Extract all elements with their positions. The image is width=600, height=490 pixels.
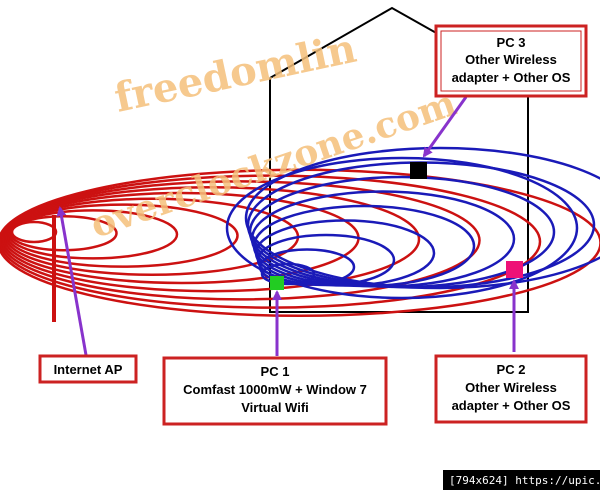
pc2-line2: adapter + Other OS	[452, 398, 571, 413]
arrows	[56, 96, 519, 356]
pc1-signal-rings	[225, 146, 600, 300]
pc1-line1: Comfast 1000mW + Window 7	[183, 382, 367, 397]
pc1-signal-ring-outer	[225, 156, 579, 300]
watermark-line1: freedomlin	[110, 25, 360, 122]
pc3-title: PC 3	[497, 35, 526, 50]
pc1-line2: Virtual Wifi	[241, 400, 309, 415]
pc3-line1: Other Wireless	[465, 52, 557, 67]
ap-signal-ring-7	[1, 185, 421, 293]
pc1-title: PC 1	[261, 364, 290, 379]
pc2-title: PC 2	[497, 362, 526, 377]
pc2-line1: Other Wireless	[465, 380, 557, 395]
pc1-marker	[270, 276, 284, 290]
ap-signal-ring-3	[7, 209, 179, 260]
arrow-pc3	[422, 96, 468, 158]
pc2-marker	[506, 261, 523, 278]
ap-signal-ring-4	[6, 203, 239, 268]
pc1-label: PC 1 Comfast 1000mW + Window 7 Virtual W…	[162, 356, 388, 426]
pc3-line2: adapter + Other OS	[452, 70, 571, 85]
ap-signal-ring-9	[0, 174, 542, 309]
pc3-label: PC 3 Other Wireless adapter + Other OS	[434, 24, 588, 98]
internet-ap-label: Internet AP	[38, 354, 138, 384]
pc3-marker	[410, 162, 427, 179]
arrow-internet-ap	[56, 206, 88, 356]
ap-signal-ring-8	[0, 180, 481, 301]
pc2-label: PC 2 Other Wireless adapter + Other OS	[434, 354, 588, 424]
footer-bar: [794x624] https://upic.me/	[443, 470, 600, 490]
labels: PC 3 Other Wireless adapter + Other OS I…	[38, 24, 588, 426]
footer-text: [794x624] https://upic.me/	[449, 474, 600, 487]
pc1-signal-ring-9	[244, 146, 600, 290]
internet-ap-text: Internet AP	[54, 362, 123, 377]
